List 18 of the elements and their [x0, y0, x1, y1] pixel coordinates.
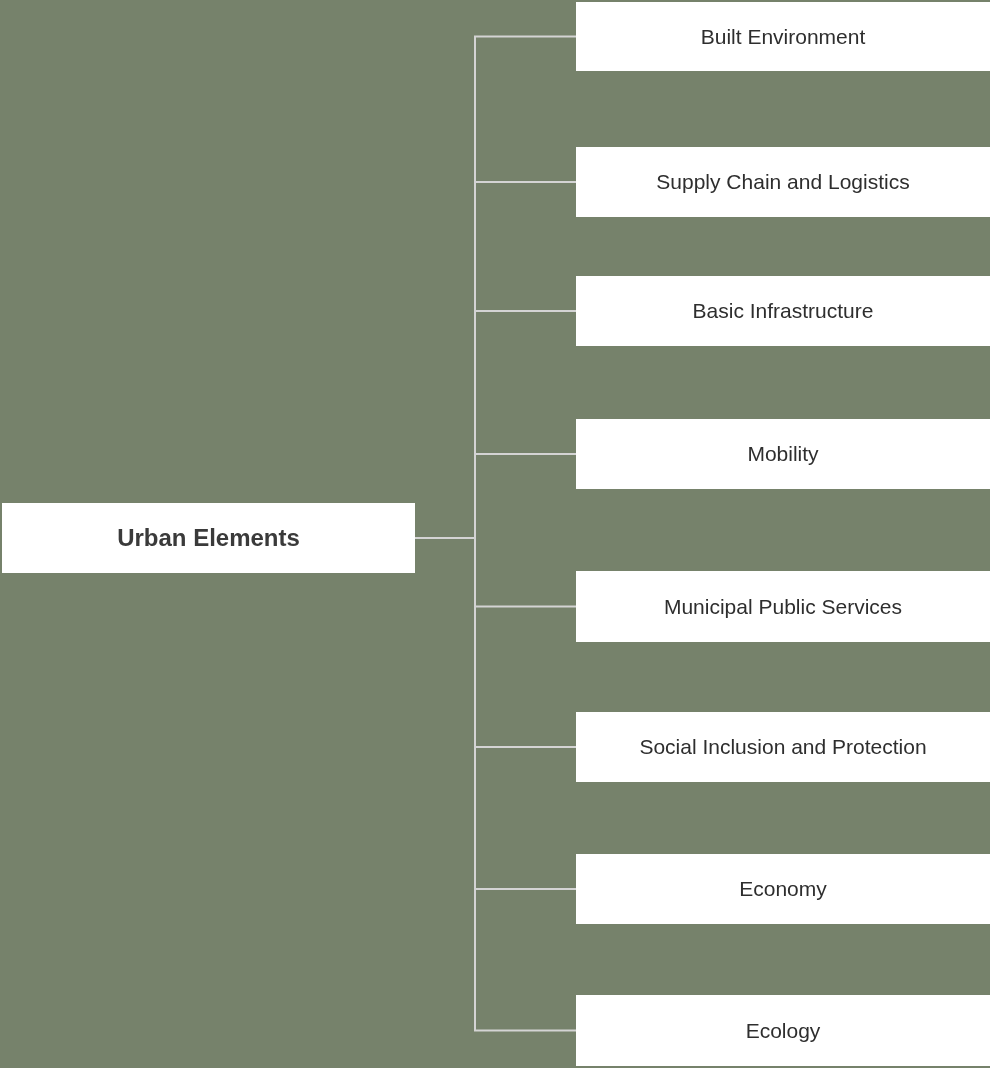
category-label: Municipal Public Services — [663, 593, 903, 620]
category-box — [576, 995, 990, 1066]
category-label: Supply Chain and Logistics — [656, 169, 910, 196]
category-box — [576, 419, 990, 489]
category-label: Basic Infrastructure — [692, 298, 874, 325]
category-label: Social Inclusion and Protection — [639, 734, 927, 761]
category-label: Ecology — [745, 1017, 821, 1044]
category-box — [576, 854, 990, 924]
root-label: Urban Elements — [117, 523, 300, 553]
category-box — [576, 147, 990, 217]
category-label: Economy — [739, 876, 827, 903]
category-box — [576, 2, 990, 71]
category-box — [576, 276, 990, 346]
category-box — [576, 712, 990, 782]
category-label: Built Environment — [700, 23, 866, 50]
root-box — [2, 503, 415, 573]
category-label: Mobility — [747, 441, 819, 468]
category-box — [576, 571, 990, 642]
